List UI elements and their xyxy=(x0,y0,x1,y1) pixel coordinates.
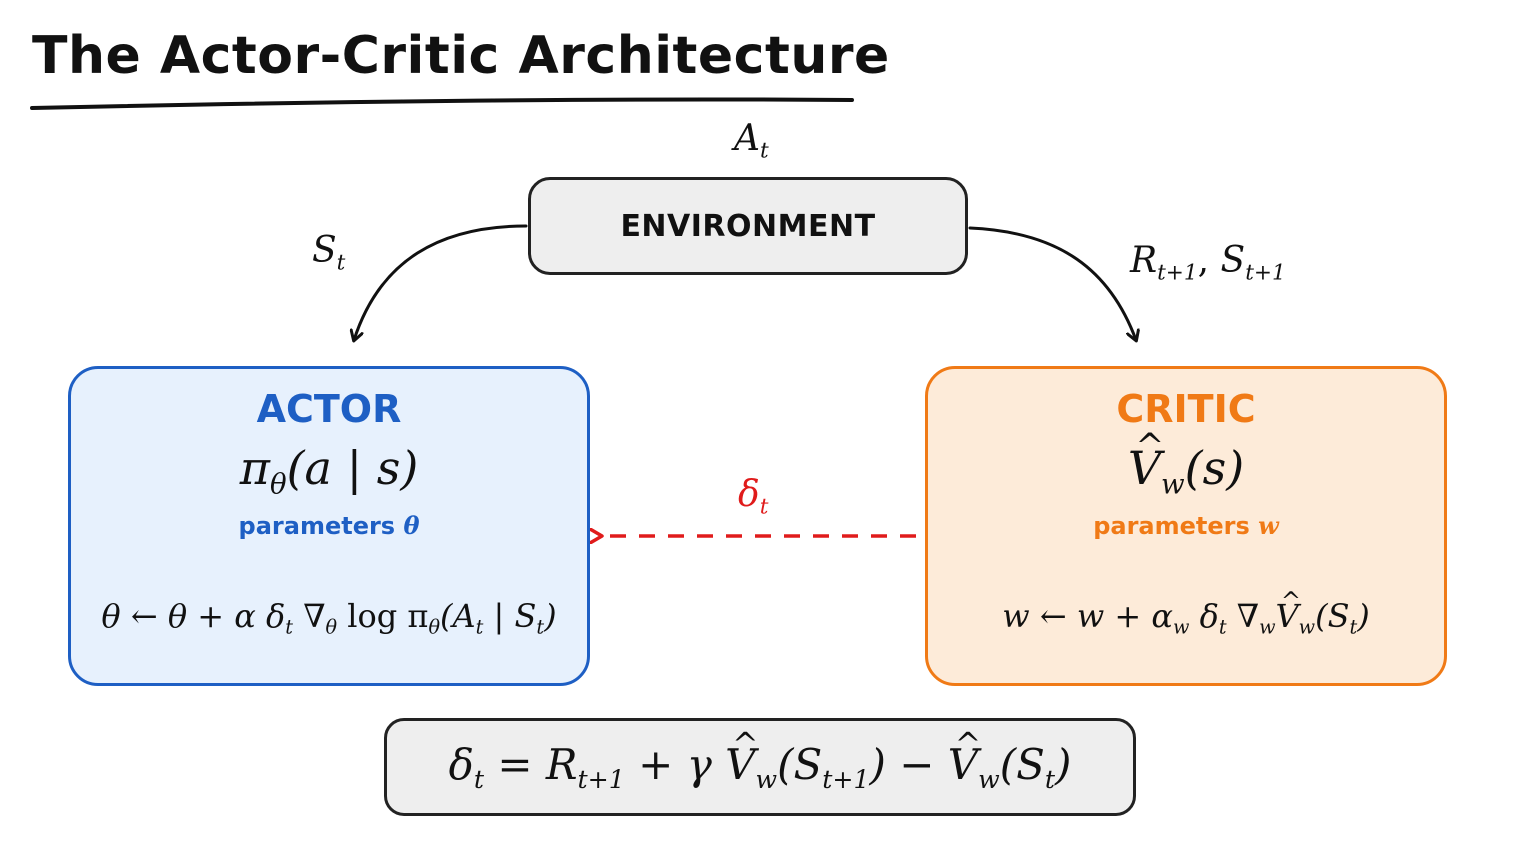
critic-parameters: parameters w xyxy=(1093,511,1279,540)
actor-title: ACTOR xyxy=(256,387,402,431)
td-signal-label: δt xyxy=(738,474,769,520)
state-arrow xyxy=(354,224,528,340)
reward-state-label: Rt+1, St+1 xyxy=(1130,240,1286,286)
critic-box: CRITIC Vw(s) parameters w w ← w + αw δt … xyxy=(925,366,1447,686)
diagram-title: The Actor-Critic Architecture xyxy=(32,26,890,86)
actor-update-rule: θ ← θ + α δt ∇θ log πθ(At | St) xyxy=(101,597,557,639)
environment-box: ENVIRONMENT xyxy=(528,177,968,275)
actor-policy: πθ(a | s) xyxy=(239,441,419,501)
actor-parameters: parameters θ xyxy=(238,511,420,540)
environment-label: ENVIRONMENT xyxy=(620,208,876,244)
title-underline xyxy=(30,97,854,110)
actor-box: ACTOR πθ(a | s) parameters θ θ ← θ + α δ… xyxy=(68,366,590,686)
state-label: St xyxy=(312,230,346,276)
td-error-equation: δt = Rt+1 + γ Vw(St+1) − Vw(St) xyxy=(449,727,1072,794)
action-label: At xyxy=(734,118,769,164)
critic-title: CRITIC xyxy=(1116,387,1256,431)
reward-state-arrow xyxy=(968,226,1136,340)
critic-value-function: Vw(s) xyxy=(928,427,1444,501)
critic-update-rule: w ← w + αw δt ∇w Vw(St) xyxy=(928,587,1444,639)
td-error-equation-box: δt = Rt+1 + γ Vw(St+1) − Vw(St) xyxy=(384,718,1136,816)
